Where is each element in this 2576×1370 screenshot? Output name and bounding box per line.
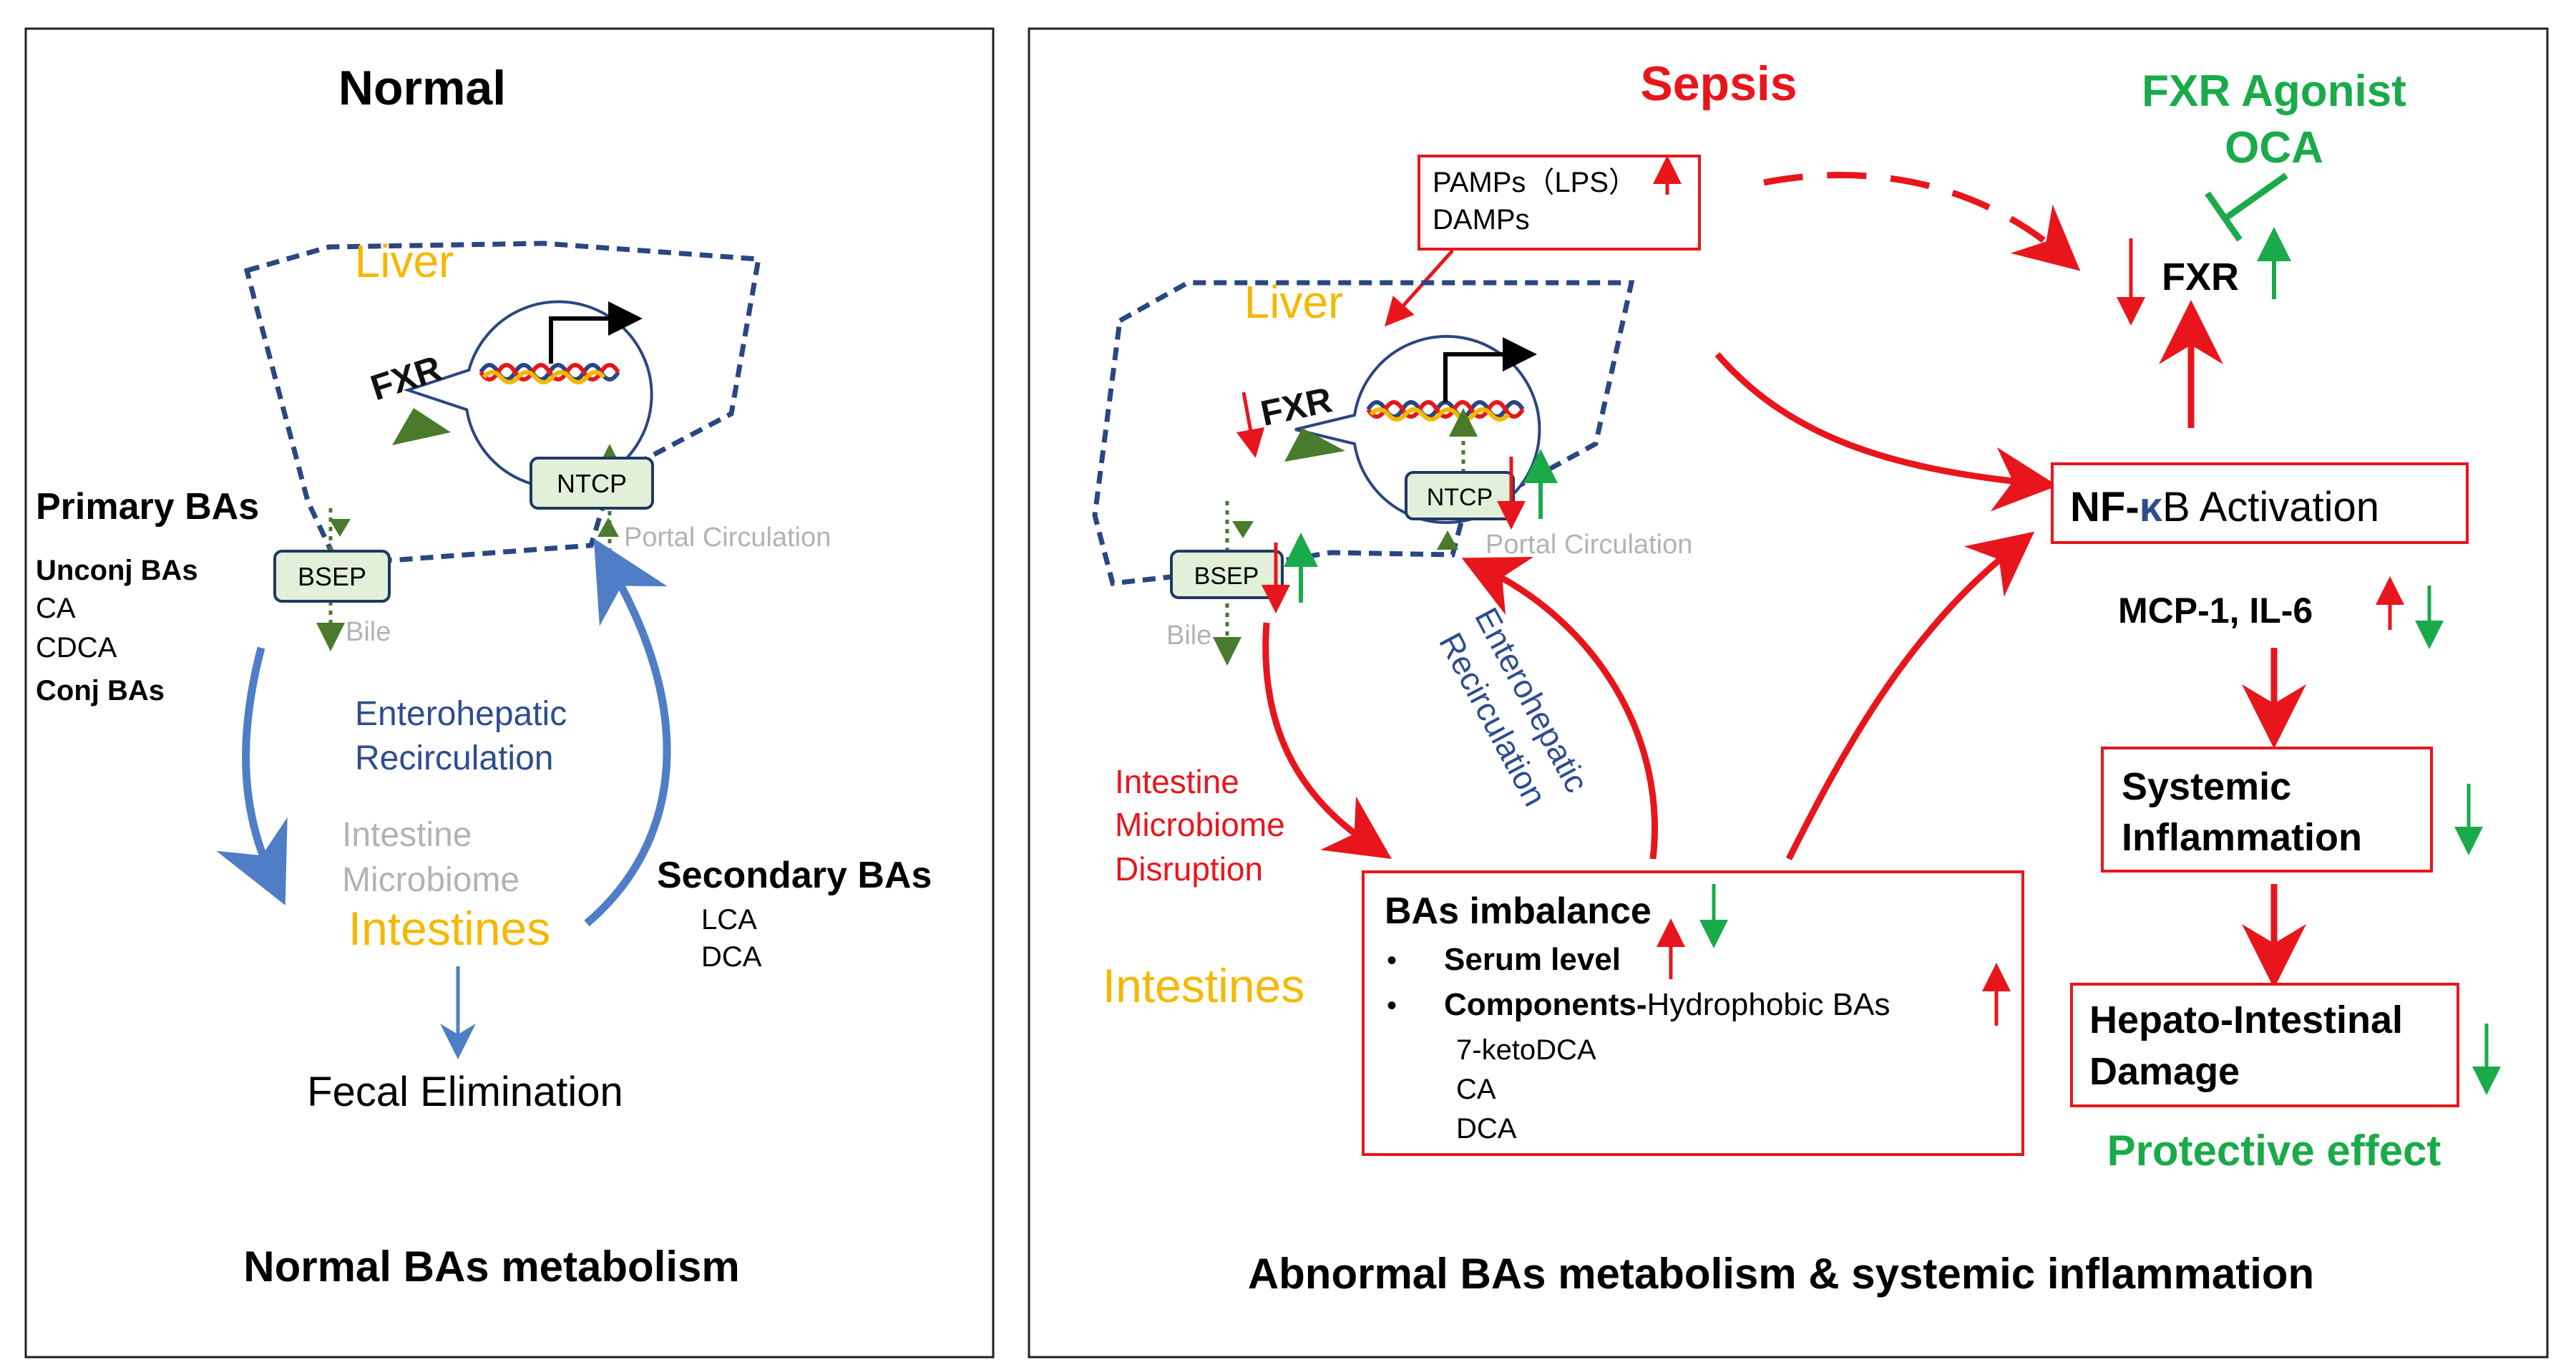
liver-to-nfkb-arrow (1714, 352, 2058, 512)
normal-microbiome-1: Intestine (342, 816, 472, 854)
damps-label: DAMPs (1433, 204, 1530, 235)
systemic-2: Inflammation (2122, 816, 2362, 859)
primary-unconj: Unconj BAs (36, 555, 198, 586)
normal-microbiome-2: Microbiome (342, 861, 519, 899)
component-dca: DCA (1456, 1113, 1517, 1145)
primary-conj: Conj BAs (36, 675, 165, 706)
normal-ntcp-triangle-icon (597, 518, 619, 537)
abnormal-ntcp-box (1405, 471, 1515, 520)
abnormal-bsep-triangle-icon (1232, 521, 1254, 538)
abnormal-liver-outline (1092, 280, 1635, 586)
nfkb-box (2051, 462, 2469, 544)
systemic-inflammation-box (2101, 747, 2433, 873)
disruption-3: Disruption (1115, 850, 1263, 888)
nfkb-label: NF-κB Activation (2070, 484, 2379, 530)
normal-bsep-label: BSEP (298, 562, 366, 591)
normal-fxr-receptor-icon (403, 300, 653, 490)
abnormal-caption: Abnormal BAs metabolism & systemic infla… (1248, 1250, 2314, 1298)
mcp-il6-label: MCP-1, IL-6 (2118, 591, 2313, 631)
protective-effect: Protective effect (2107, 1127, 2441, 1175)
normal-bile-to-intestine-arrow (216, 646, 288, 905)
normal-intestines-label: Intestines (348, 902, 551, 955)
normal-portal-label: Portal Circulation (624, 523, 831, 553)
hepato-intestinal-damage-box (2070, 983, 2459, 1107)
damage-1: Hepato-Intestinal (2089, 999, 2403, 1041)
normal-fecal-label: Fecal Elimination (307, 1069, 623, 1115)
abnormal-transcription-arrow (1443, 337, 1537, 402)
nfkb-kappa: κ (2140, 484, 2163, 530)
primary-cdca: CDCA (36, 632, 117, 664)
oca-inhibition-symbol (2205, 173, 2288, 242)
normal-title: Normal (338, 61, 506, 115)
normal-ligand-triangle-icon (392, 408, 451, 445)
fxr-agonist-title: FXR Agonist (2142, 67, 2406, 116)
primary-bas-title: Primary BAs (36, 486, 259, 528)
normal-dna-icon (479, 363, 620, 384)
normal-entero-1: Enterohepatic (355, 695, 567, 733)
secondary-lca: LCA (701, 904, 757, 936)
primary-ca: CA (36, 593, 76, 624)
normal-caption: Normal BAs metabolism (243, 1243, 740, 1291)
pamps-to-fxr-dashed-arrow (1763, 172, 2081, 271)
abnormal-bsep-box (1170, 550, 1284, 599)
secondary-dca: DCA (701, 941, 762, 973)
systemic-1: Systemic (2122, 765, 2291, 808)
bullet-serum: • (1387, 945, 1397, 976)
abnormal-panel-frame (1028, 27, 2549, 1359)
component-ca: CA (1456, 1074, 1496, 1105)
normal-transcription-arrow (549, 301, 643, 364)
normal-bile-label: Bile (346, 617, 391, 647)
normal-panel-frame (24, 27, 995, 1359)
imbalance-to-nfkb-arrow (1785, 531, 2035, 861)
abnormal-intestines-label: Intestines (1103, 959, 1305, 1012)
imbalance-to-ntcp-arrow (1461, 557, 1659, 860)
normal-enterohepatic-arrow (584, 538, 671, 927)
normal-ntcp-box (530, 457, 654, 510)
bas-imbalance-title: BAs imbalance (1385, 890, 1652, 932)
fxr-right-label: FXR (2162, 256, 2239, 298)
pamps-box (1418, 155, 1701, 251)
abnormal-liver-label: Liver (1244, 276, 1344, 328)
disruption-2: Microbiome (1115, 806, 1285, 843)
serum-level: Serum level (1444, 942, 1621, 977)
components-rest: Hydrophobic BAs (1647, 987, 1890, 1022)
normal-bsep-triangle-icon (329, 519, 351, 537)
normal-ntcp-label: NTCP (557, 469, 627, 498)
abnormal-ntcp-triangle-icon (1437, 530, 1458, 550)
nfkb-suffix: B Activation (2162, 484, 2379, 530)
nfkb-prefix: NF- (2070, 484, 2140, 530)
fxr-agonist-oca: OCA (2225, 123, 2323, 173)
abnormal-portal-label: Portal Circulation (1485, 530, 1692, 560)
components-bold: Components- (1444, 987, 1647, 1022)
secondary-bas-title: Secondary BAs (657, 855, 932, 896)
bullet-components: • (1387, 990, 1397, 1021)
normal-entero-2: Recirculation (355, 739, 553, 777)
abnormal-ntcp-label: NTCP (1427, 484, 1493, 511)
abnormal-bile-label: Bile (1166, 621, 1211, 651)
sepsis-title: Sepsis (1640, 57, 1797, 111)
abnormal-fxr-down-arrow (1236, 392, 1265, 458)
abnormal-bsep-label: BSEP (1194, 563, 1259, 590)
components-line: Components-Hydrophobic BAs (1444, 987, 1890, 1022)
normal-liver-label: Liver (355, 235, 454, 287)
pamps-label: PAMPs（LPS） (1433, 167, 1637, 198)
bile-to-imbalance-arrow (1262, 622, 1392, 859)
normal-bsep-box (273, 550, 391, 603)
component-7ketodca: 7-ketoDCA (1456, 1034, 1596, 1066)
abnormal-ligand-triangle-icon (1284, 428, 1345, 462)
disruption-1: Intestine (1115, 763, 1239, 800)
damage-2: Damage (2089, 1050, 2240, 1093)
bas-imbalance-box (1362, 870, 2024, 1156)
